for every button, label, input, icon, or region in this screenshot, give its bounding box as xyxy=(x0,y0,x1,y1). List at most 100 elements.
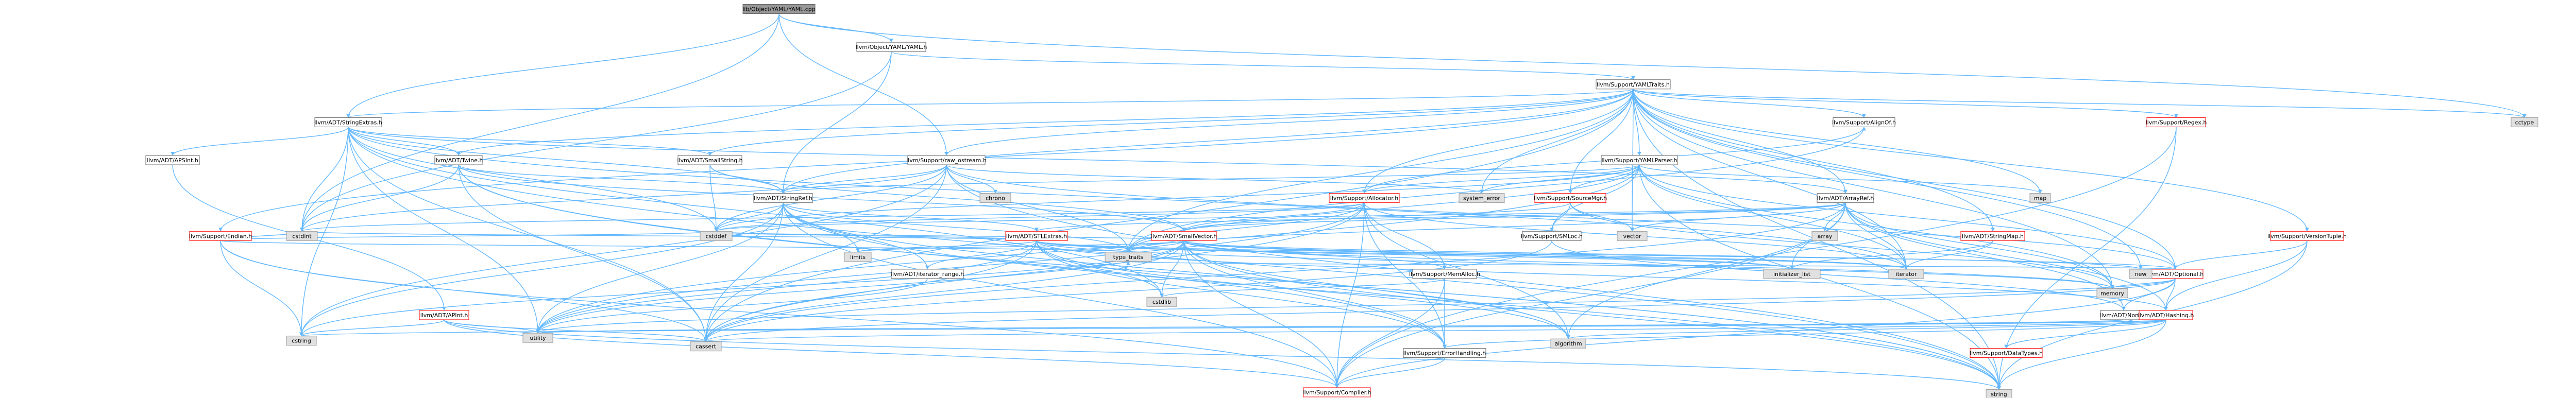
node-box[interactable] xyxy=(690,341,722,352)
node-errorhandling[interactable]: llvm/Support/ErrorHandling.h xyxy=(1403,348,1486,358)
node-box[interactable] xyxy=(522,333,553,343)
node-box[interactable] xyxy=(1617,231,1648,241)
node-box[interactable] xyxy=(1550,338,1586,349)
node-box[interactable] xyxy=(1303,387,1371,397)
node-box[interactable] xyxy=(700,231,733,241)
node-box[interactable] xyxy=(1151,231,1217,241)
node-box[interactable] xyxy=(1960,231,2025,241)
node-box[interactable] xyxy=(1459,193,1505,203)
edge-endian-to-cstring xyxy=(220,240,302,336)
node-box[interactable] xyxy=(434,155,483,165)
node-smloc[interactable]: llvm/Support/SMLoc.h xyxy=(1521,231,1583,241)
node-box[interactable] xyxy=(1596,79,1671,90)
node-yaml_cpp[interactable]: lib/Object/YAML/YAML.cpp xyxy=(742,4,816,14)
node-alignof[interactable]: llvm/Support/AlignOf.h xyxy=(1832,117,1896,127)
node-stringextras[interactable]: llvm/ADT/StringExtras.h xyxy=(314,117,382,127)
node-cassert[interactable]: cassert xyxy=(690,341,722,352)
node-iterator_range[interactable]: llvm/ADT/iterator_range.h xyxy=(891,269,964,279)
node-box[interactable] xyxy=(286,231,318,241)
node-stlextras[interactable]: llvm/ADT/STLExtras.h xyxy=(1005,231,1068,241)
node-stringmap[interactable]: llvm/ADT/StringMap.h xyxy=(1960,231,2025,241)
node-sourcemgr[interactable]: llvm/Support/SourceMgr.h xyxy=(1534,193,1607,203)
node-object_yaml[interactable]: llvm/Object/YAML/YAML.h xyxy=(856,42,927,52)
node-endian[interactable]: llvm/Support/Endian.h xyxy=(189,231,252,241)
node-allocator[interactable]: llvm/Support/Allocator.h xyxy=(1329,193,1400,203)
node-box[interactable] xyxy=(677,155,742,165)
node-box[interactable] xyxy=(314,117,382,127)
node-compiler[interactable]: llvm/Support/Compiler.h xyxy=(1302,387,1371,397)
node-box[interactable] xyxy=(1146,297,1177,307)
node-box[interactable] xyxy=(1534,193,1606,203)
node-new[interactable]: new xyxy=(2129,269,2153,279)
node-arrayref[interactable]: llvm/ADT/ArrayRef.h xyxy=(1817,193,1874,203)
node-optional[interactable]: llvm/ADT/Optional.h xyxy=(2147,269,2204,279)
node-box[interactable] xyxy=(2096,288,2128,299)
node-box[interactable] xyxy=(891,269,964,279)
node-string[interactable]: string xyxy=(1986,389,2012,398)
node-box[interactable] xyxy=(2139,310,2193,320)
node-box[interactable] xyxy=(1329,193,1400,203)
node-memalloc[interactable]: llvm/Support/MemAlloc.h xyxy=(1409,269,1480,279)
node-twine[interactable]: llvm/ADT/Twine.h xyxy=(434,155,483,165)
node-box[interactable] xyxy=(1833,117,1895,127)
node-box[interactable] xyxy=(856,42,926,52)
node-cstdlib[interactable]: cstdlib xyxy=(1146,297,1177,307)
node-box[interactable] xyxy=(844,252,872,262)
node-box[interactable] xyxy=(1763,269,1821,279)
node-vector[interactable]: vector xyxy=(1617,231,1648,241)
node-initializer_list[interactable]: initializer_list xyxy=(1763,269,1821,279)
node-box[interactable] xyxy=(419,310,469,320)
node-yamlparser[interactable]: llvm/Support/YAMLParser.h xyxy=(1601,155,1678,165)
node-box[interactable] xyxy=(1970,348,2043,358)
node-cstring[interactable]: cstring xyxy=(286,336,317,346)
node-box[interactable] xyxy=(1412,269,1477,279)
node-box[interactable] xyxy=(1888,269,1924,279)
node-datatypes[interactable]: llvm/Support/DataTypes.h xyxy=(1970,348,2043,358)
node-box[interactable] xyxy=(1522,231,1582,241)
node-iterator[interactable]: iterator xyxy=(1888,269,1924,279)
node-box[interactable] xyxy=(1811,231,1838,241)
node-box[interactable] xyxy=(1601,155,1678,165)
node-array[interactable]: array xyxy=(1811,231,1838,241)
node-box[interactable] xyxy=(2129,269,2153,279)
node-box[interactable] xyxy=(1817,193,1874,203)
node-box[interactable] xyxy=(189,231,252,241)
node-box[interactable] xyxy=(286,336,317,346)
node-versiontuple[interactable]: llvm/Support/VersionTuple.h xyxy=(2267,231,2347,241)
node-box[interactable] xyxy=(2270,231,2344,241)
node-type_traits[interactable]: type_traits xyxy=(1105,252,1152,262)
node-box[interactable] xyxy=(979,193,1011,203)
node-stringref[interactable]: llvm/ADT/StringRef.h xyxy=(753,193,813,203)
node-box[interactable] xyxy=(1005,231,1068,241)
node-box[interactable] xyxy=(742,4,816,14)
node-raw_ostream[interactable]: llvm/Support/raw_ostream.h xyxy=(906,155,987,165)
node-box[interactable] xyxy=(753,193,813,203)
node-box[interactable] xyxy=(2146,117,2206,127)
node-cstdint[interactable]: cstdint xyxy=(286,231,318,241)
node-apsint[interactable]: llvm/ADT/APSInt.h xyxy=(145,155,200,165)
node-chrono[interactable]: chrono xyxy=(979,193,1011,203)
node-box[interactable] xyxy=(1403,348,1486,358)
node-algorithm[interactable]: algorithm xyxy=(1550,338,1586,349)
node-box[interactable] xyxy=(2511,117,2538,127)
node-regex[interactable]: llvm/Support/Regex.h xyxy=(2146,117,2207,127)
node-box[interactable] xyxy=(907,155,986,165)
node-smallvector[interactable]: llvm/ADT/SmallVector.h xyxy=(1151,231,1217,241)
node-apint[interactable]: llvm/ADT/APInt.h xyxy=(419,310,469,320)
node-none[interactable]: llvm/ADT/None.h xyxy=(2100,310,2148,320)
edge-yamltraits-to-cctype xyxy=(1633,89,2525,118)
node-cstddef[interactable]: cstddef xyxy=(700,231,733,241)
node-smallstring[interactable]: llvm/ADT/SmallString.h xyxy=(677,155,743,165)
node-box[interactable] xyxy=(1986,389,2012,398)
node-box[interactable] xyxy=(1105,252,1152,262)
node-cctype[interactable]: cctype xyxy=(2511,117,2538,127)
node-box[interactable] xyxy=(145,155,200,165)
node-system_error[interactable]: system_error xyxy=(1459,193,1505,203)
node-box[interactable] xyxy=(2029,193,2051,203)
node-limits[interactable]: limits xyxy=(844,252,872,262)
node-memory[interactable]: memory xyxy=(2096,288,2128,299)
node-map[interactable]: map xyxy=(2029,193,2051,203)
node-hashing[interactable]: llvm/ADT/Hashing.h xyxy=(2138,310,2194,320)
node-utility[interactable]: utility xyxy=(522,333,553,343)
node-yamltraits[interactable]: llvm/Support/YAMLTraits.h xyxy=(1596,79,1671,90)
